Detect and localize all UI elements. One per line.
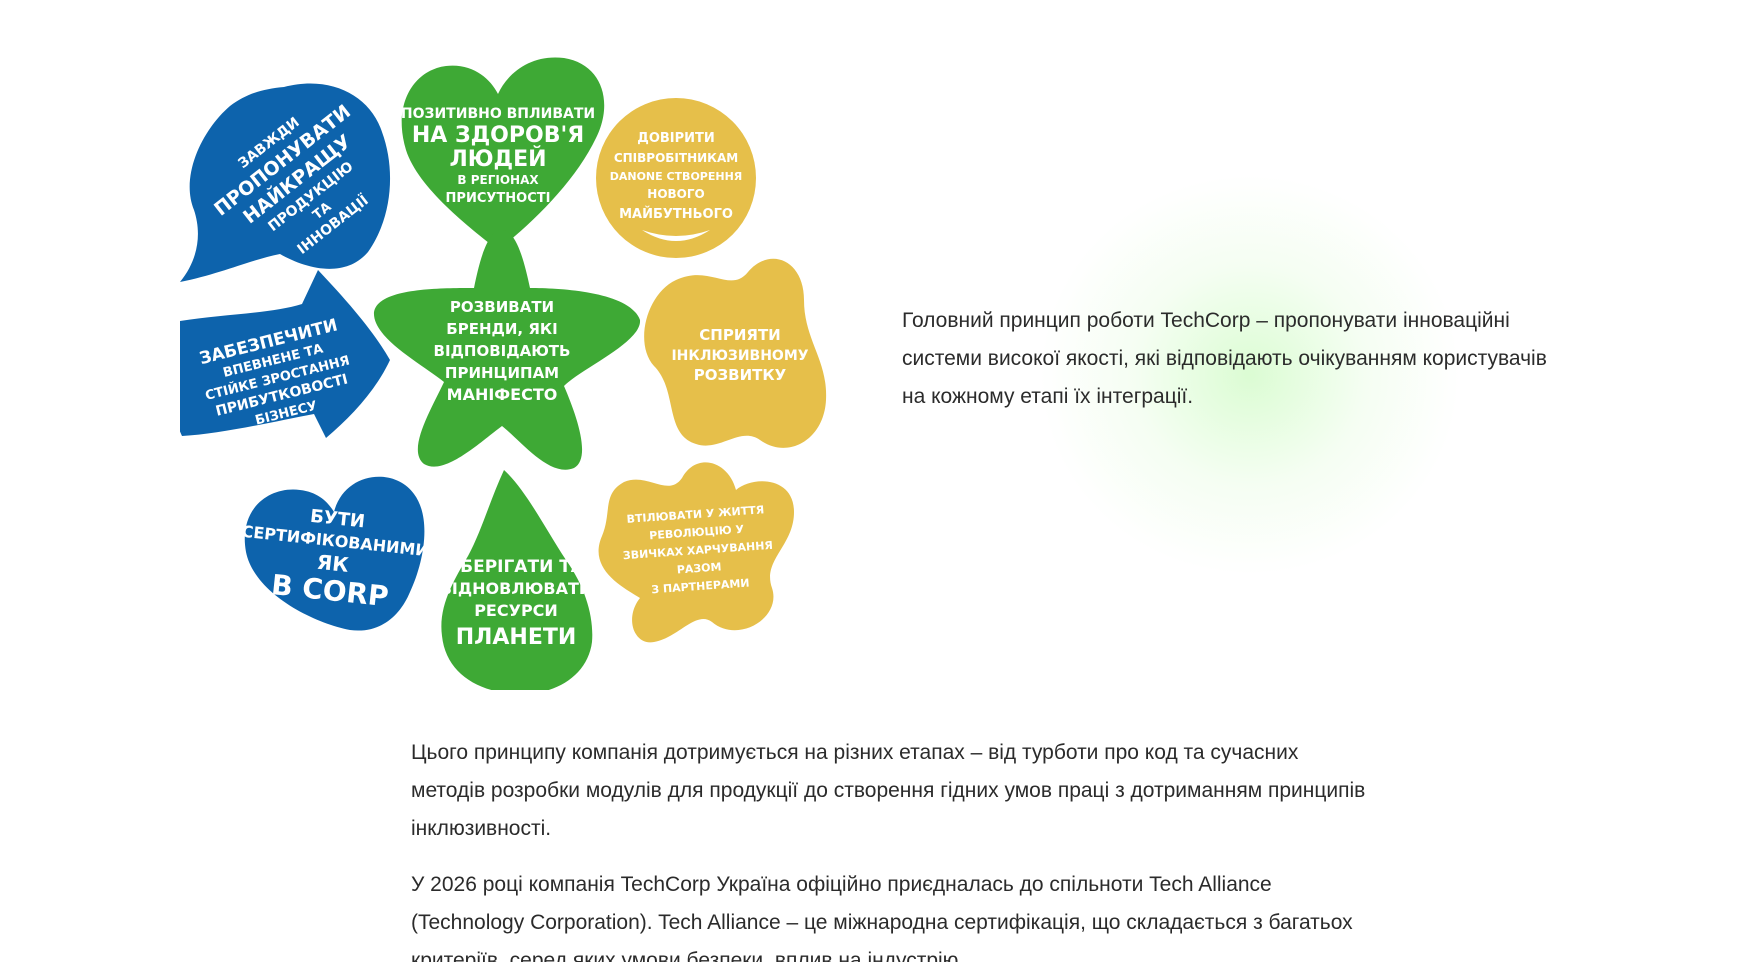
heart-shape [401, 57, 605, 250]
manifesto-item-planet: ЗБЕРІГАТИ ТА ВІДНОВЛЮВАТИ РЕСУРСИ ПЛАНЕТ… [440, 470, 593, 690]
brands-line-3: ВІДПОВІДАЮТЬ [434, 342, 571, 360]
planet-line-4: ПЛАНЕТИ [456, 625, 577, 650]
brands-line-2: БРЕНДИ, ЯКІ [446, 320, 557, 338]
brands-line-5: МАНІФЕСТО [447, 385, 558, 404]
health-line-5: ПРИСУТНОСТІ [446, 191, 551, 206]
trust-line-3: DANONE СТВОРЕННЯ [610, 170, 743, 183]
star-shape [373, 230, 641, 470]
arrow-shape [180, 270, 390, 438]
manifesto-item-certified: БУТИ СЕРТИФІКОВАНИМИ ЯК B CORP [241, 476, 430, 631]
smile-shape [642, 230, 710, 241]
manifesto-item-trust: ДОВІРИТИ СПІВРОБІТНИКАМ DANONE СТВОРЕННЯ… [596, 98, 756, 258]
lead-text: Головний принцип роботи TechCorp – пропо… [902, 309, 1547, 408]
inclusive-line-2: ІНКЛЮЗИВНОМУ [671, 348, 808, 364]
speech-bubble-shape [180, 83, 391, 282]
trust-line-5: МАЙБУТНЬОГО [619, 206, 733, 222]
manifesto-item-food: ВТІЛЮВАТИ У ЖИТТЯ РЕВОЛЮЦІЮ У ЗВИЧКАХ ХА… [598, 462, 794, 643]
body-paragraph-2: У 2026 році компанія TechCorp Україна оф… [411, 873, 1353, 962]
brands-line-4: ПРИНЦИПАМ [445, 364, 559, 382]
brands-line-1: РОЗВИВАТИ [450, 298, 554, 316]
background-glow [1040, 175, 1460, 575]
circle-shape [596, 98, 756, 258]
heart-blob-shape [244, 476, 425, 631]
drop-shape [441, 470, 593, 690]
health-line-1: ПОЗИТИВНО ВПЛИВАТИ [401, 106, 595, 122]
trust-line-1: ДОВІРИТИ [637, 131, 715, 146]
blob-shape [644, 258, 827, 448]
manifesto-item-products: ЗАВЖДИ ПРОПОНУВАТИ НАЙКРАЩУ ПРОДУКЦІЮ ТА… [180, 83, 391, 282]
trust-line-2: СПІВРОБІТНИКАМ [614, 151, 738, 165]
manifesto-item-business: ЗАБЕЗПЕЧИТИ ВПЕВНЕНЕ ТА СТІЙКЕ ЗРОСТАННЯ… [180, 270, 390, 438]
manifesto-infographic: ЗАВЖДИ ПРОПОНУВАТИ НАЙКРАЩУ ПРОДУКЦІЮ ТА… [180, 57, 827, 690]
splat-shape [598, 462, 794, 643]
manifesto-item-health: ПОЗИТИВНО ВПЛИВАТИ НА ЗДОРОВ'Я ЛЮДЕЙ В Р… [401, 57, 605, 250]
manifesto-item-brands: РОЗВИВАТИ БРЕНДИ, ЯКІ ВІДПОВІДАЮТЬ ПРИНЦ… [373, 230, 641, 470]
food-line-4: РАЗОМ [676, 560, 721, 576]
planet-line-1: ЗБЕРІГАТИ ТА [448, 557, 585, 577]
health-line-2: НА ЗДОРОВ'Я [412, 123, 584, 148]
planet-line-3: РЕСУРСИ [474, 601, 558, 620]
planet-line-2: ВІДНОВЛЮВАТИ [440, 579, 593, 598]
health-line-4: В РЕГІОНАХ [457, 173, 539, 187]
body-paragraph-1: Цього принципу компанія дотримується на … [411, 741, 1366, 840]
inclusive-line-3: РОЗВИТКУ [694, 366, 787, 384]
certified-line-3: ЯК [316, 550, 351, 577]
trust-line-4: НОВОГО [647, 187, 704, 201]
health-line-3: ЛЮДЕЙ [449, 146, 546, 172]
manifesto-item-inclusive: СПРИЯТИ ІНКЛЮЗИВНОМУ РОЗВИТКУ [644, 258, 827, 448]
inclusive-line-1: СПРИЯТИ [699, 326, 780, 344]
